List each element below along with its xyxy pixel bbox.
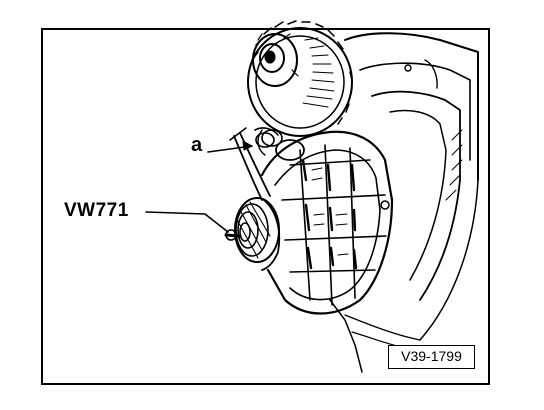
engine-housing (329, 32, 479, 373)
timing-pulley (247, 20, 353, 137)
leader-lines (145, 140, 253, 233)
figure-reference-code: V39-1799 (388, 345, 475, 369)
belt-strap (229, 127, 279, 201)
tool-label-vw771: VW771 (64, 200, 129, 221)
figure-frame (41, 28, 490, 385)
callout-a-label: a (191, 134, 203, 156)
tensioner-pulley (224, 197, 281, 271)
ribbed-housing (257, 129, 394, 315)
